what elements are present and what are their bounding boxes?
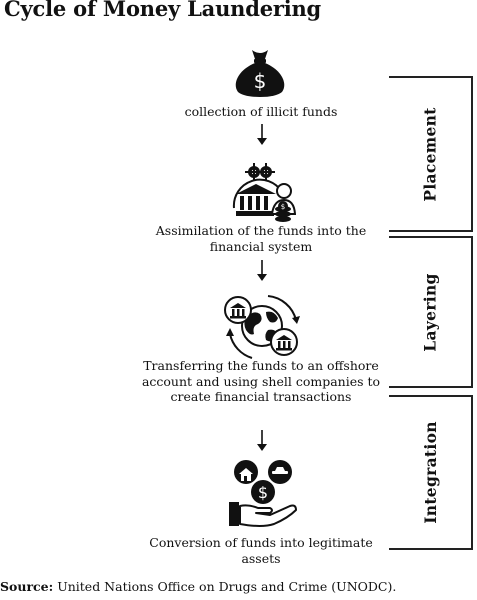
source-note: Source: United Nations Office on Drugs a…	[0, 579, 396, 594]
source-text: United Nations Office on Drugs and Crime…	[57, 579, 397, 594]
hand-assets-icon: $	[229, 460, 297, 527]
stage-bracket-layering	[389, 236, 473, 388]
diagram-title: Cycle of Money Laundering	[4, 0, 322, 21]
step-1-text: collection of illicit funds	[184, 104, 338, 119]
step-3-text: Transferring the funds to an offshore ac…	[141, 358, 381, 404]
bank-gears-icon: $	[232, 163, 296, 222]
step-4-text: Conversion of funds into legitimate asse…	[149, 535, 373, 566]
stage-label-layering: Layering	[420, 272, 440, 352]
svg-text:$: $	[254, 69, 267, 93]
down-arrow-icon	[257, 260, 267, 281]
down-arrow-icon	[257, 124, 267, 145]
source-prefix: Source:	[0, 579, 54, 594]
svg-text:$: $	[281, 203, 285, 211]
step-2-text: Assimilation of the funds into the finan…	[155, 223, 367, 254]
stage-label-integration: Integration	[420, 421, 440, 524]
stage-bracket-placement	[389, 76, 473, 232]
down-arrow-icon	[257, 430, 267, 451]
money-bag-icon: $	[235, 50, 285, 97]
globe-transfer-icon	[224, 295, 300, 359]
svg-text:$: $	[258, 483, 268, 502]
stage-bracket-integration	[389, 395, 473, 550]
stage-label-placement: Placement	[420, 106, 440, 202]
